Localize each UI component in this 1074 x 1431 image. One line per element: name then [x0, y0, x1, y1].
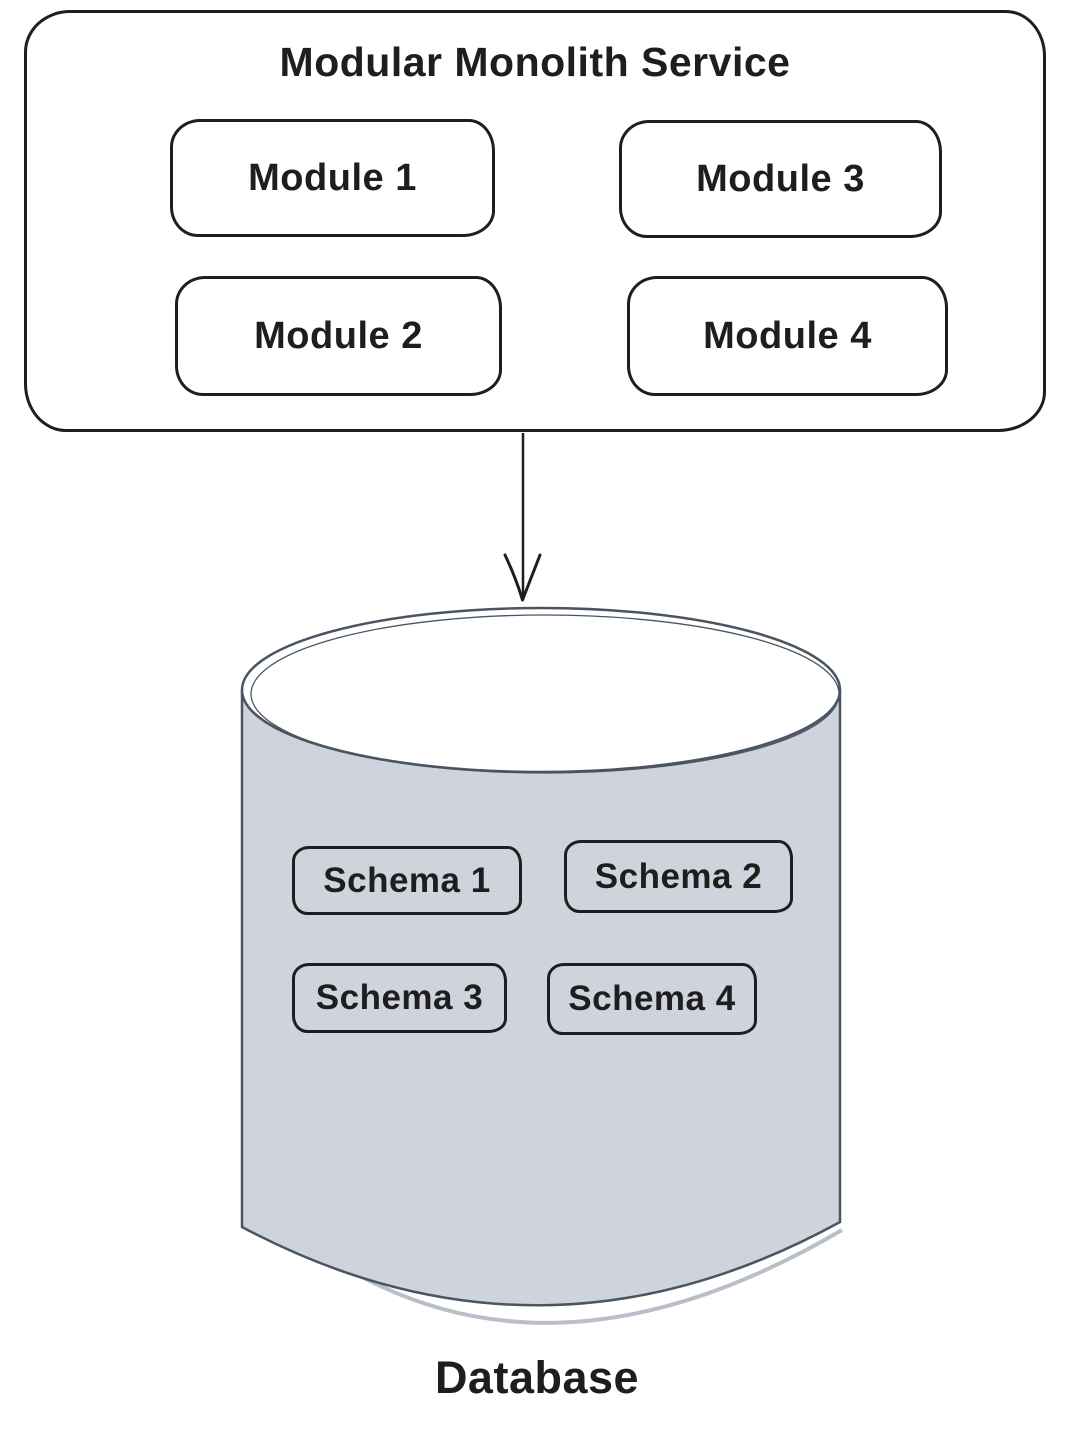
schema-3-box: Schema 3: [292, 963, 507, 1033]
schema-4-label: Schema 4: [568, 979, 736, 1018]
database-cylinder-top: [240, 606, 842, 774]
schema-1-label: Schema 1: [323, 860, 491, 900]
module-2-label: Module 2: [254, 314, 423, 357]
database-label: Database: [434, 1352, 640, 1403]
database-cylinder-top-overdraw: [250, 614, 840, 774]
module-4-box: Module 4: [627, 276, 948, 396]
schema-3-label: Schema 3: [315, 978, 484, 1017]
cylinder-bottom-shadow: [334, 1228, 844, 1325]
schema-4-box: Schema 4: [547, 963, 757, 1035]
module-2-box: Module 2: [175, 276, 502, 396]
schema-2-label: Schema 2: [594, 856, 763, 896]
module-4-label: Module 4: [703, 314, 872, 357]
monolith-title: Modular Monolith Service: [279, 39, 791, 85]
module-1-label: Module 1: [248, 156, 417, 199]
arrow-down-icon: [503, 553, 542, 602]
module-3-box: Module 3: [619, 120, 942, 238]
module-3-label: Module 3: [696, 157, 865, 200]
schema-2-box: Schema 2: [564, 840, 793, 913]
schema-1-box: Schema 1: [292, 846, 522, 915]
module-1-box: Module 1: [170, 119, 495, 237]
modular-monolith-service-box: Modular Monolith Service Module 1 Module…: [24, 10, 1046, 432]
